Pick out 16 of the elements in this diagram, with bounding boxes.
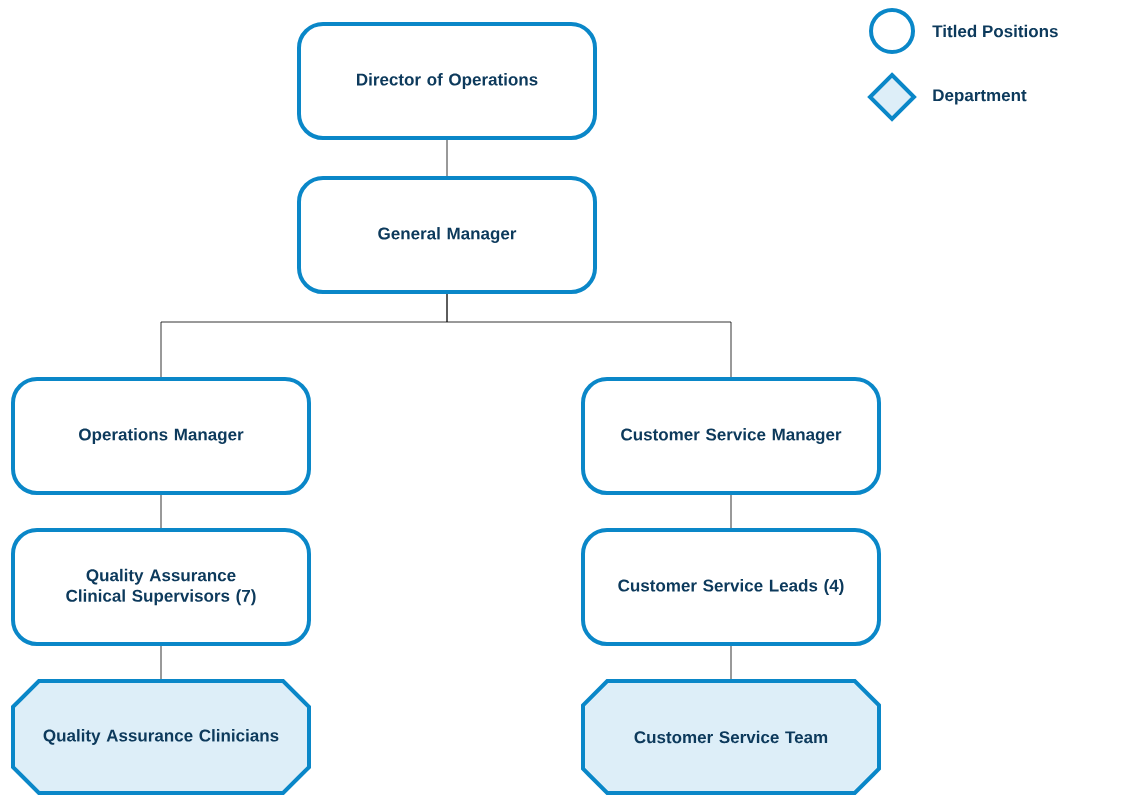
connector-line [730, 645, 732, 680]
connector-line [160, 494, 162, 529]
position-box: Customer Service Leads (4) [581, 528, 881, 646]
legend-label: Department [933, 89, 1027, 105]
position-box: Quality Assurance Clinical Supervisors (7) [11, 528, 311, 646]
position-box: General Manager [297, 176, 597, 294]
connector-line [730, 494, 732, 529]
position-box: Customer Service Manager [581, 377, 881, 495]
position-box: Director of Operations [297, 22, 597, 140]
connector-line [446, 293, 732, 378]
connector-line [446, 139, 448, 177]
department-box: Customer Service Team [581, 679, 881, 795]
department-box: Quality Assurance Clinicians [11, 679, 311, 795]
position-box: Operations Manager [11, 377, 311, 495]
connector-line [160, 645, 162, 680]
legend-label: Titled Positions [932, 24, 1058, 38]
